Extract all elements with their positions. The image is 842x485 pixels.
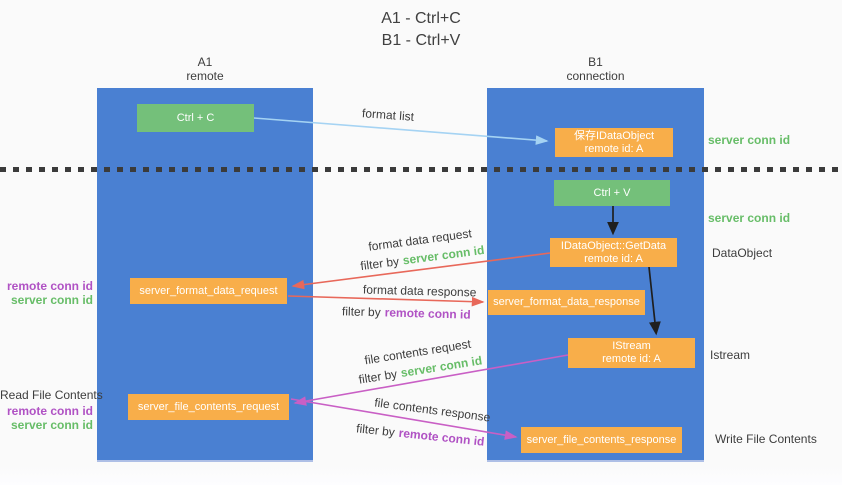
title-line-ctrl-c: A1 - Ctrl+C (381, 10, 461, 27)
remote-conn-id-key: remote conn id (384, 305, 471, 322)
remote-conn-id-annotation: remote conn id (6, 279, 93, 293)
server-conn-id-annotation-top: server conn id (708, 133, 791, 147)
file-request-label: server_file_contents_request (137, 400, 280, 413)
save-idataobject-node: 保存IDataObject remote id: A (555, 128, 673, 157)
server-file-contents-request-node: server_file_contents_request (128, 394, 289, 420)
lane-b-subtitle: connection (566, 69, 625, 83)
session-divider-dotted-line (0, 167, 842, 172)
getdata-line1: IDataObject::GetData (560, 239, 667, 252)
filter-by-text: filter by (341, 304, 381, 320)
ctrl-c-label: Ctrl + C (176, 111, 215, 124)
arrow-format-list (253, 117, 549, 145)
arrow-format-data-response (287, 295, 485, 307)
left-conn-id-group-format: remote conn id server conn id (0, 279, 93, 307)
istream-line1: IStream (612, 340, 651, 352)
left-conn-id-group-file: remote conn id server conn id (0, 404, 93, 432)
istream-annotation: Istream (710, 348, 751, 362)
arrow-file-contents-response (290, 398, 518, 440)
format-response-label: server_format_data_response (493, 296, 640, 308)
lane-a-subtitle: remote (186, 69, 224, 83)
dataobject-annotation: DataObject (712, 246, 773, 260)
page-title: A1 - Ctrl+C B1 - Ctrl+V (0, 8, 842, 52)
arrow-format-data-request (291, 252, 551, 290)
ctrl-v-node: Ctrl + V (554, 180, 670, 206)
save-idataobject-remote-id: remote id: A (584, 142, 644, 155)
save-idataobject-line1: 保存IDataObject (573, 129, 655, 142)
remote-conn-id-annotation: remote conn id (6, 404, 93, 418)
format-data-response-label: format data response (362, 282, 477, 300)
ctrl-v-label: Ctrl + V (593, 186, 631, 199)
write-file-contents-annotation: Write File Contents (715, 432, 817, 446)
lane-a-header: A1 remote (97, 55, 313, 83)
file-response-label: server_file_contents_response (526, 433, 677, 446)
server-format-data-response-node: server_format_data_response (488, 290, 645, 315)
idataobject-getdata-node: IDataObject::GetData remote id: A (550, 238, 677, 267)
lane-b-id: B1 (588, 55, 603, 69)
istream-node: IStream remote id: A (568, 338, 695, 368)
title-line-ctrl-v: B1 - Ctrl+V (381, 32, 461, 49)
lane-a-id: A1 (197, 55, 213, 69)
read-file-contents-annotation: Read File Contents (0, 388, 103, 402)
server-conn-id-annotation: server conn id (10, 418, 93, 432)
format-request-label: server_format_data_request (139, 284, 278, 297)
getdata-remote-id: remote id: A (584, 252, 643, 265)
server-format-data-request-node: server_format_data_request (130, 278, 287, 304)
arrow-file-contents-request (293, 354, 569, 406)
server-conn-id-annotation: server conn id (10, 293, 93, 307)
server-file-contents-response-node: server_file_contents_response (521, 427, 682, 453)
arrow-getdata-to-istream (648, 266, 661, 336)
istream-remote-id: remote id: A (602, 353, 661, 365)
lane-b-header: B1 connection (487, 55, 704, 83)
ctrl-c-node: Ctrl + C (137, 104, 254, 132)
server-conn-id-annotation-mid: server conn id (708, 211, 791, 225)
